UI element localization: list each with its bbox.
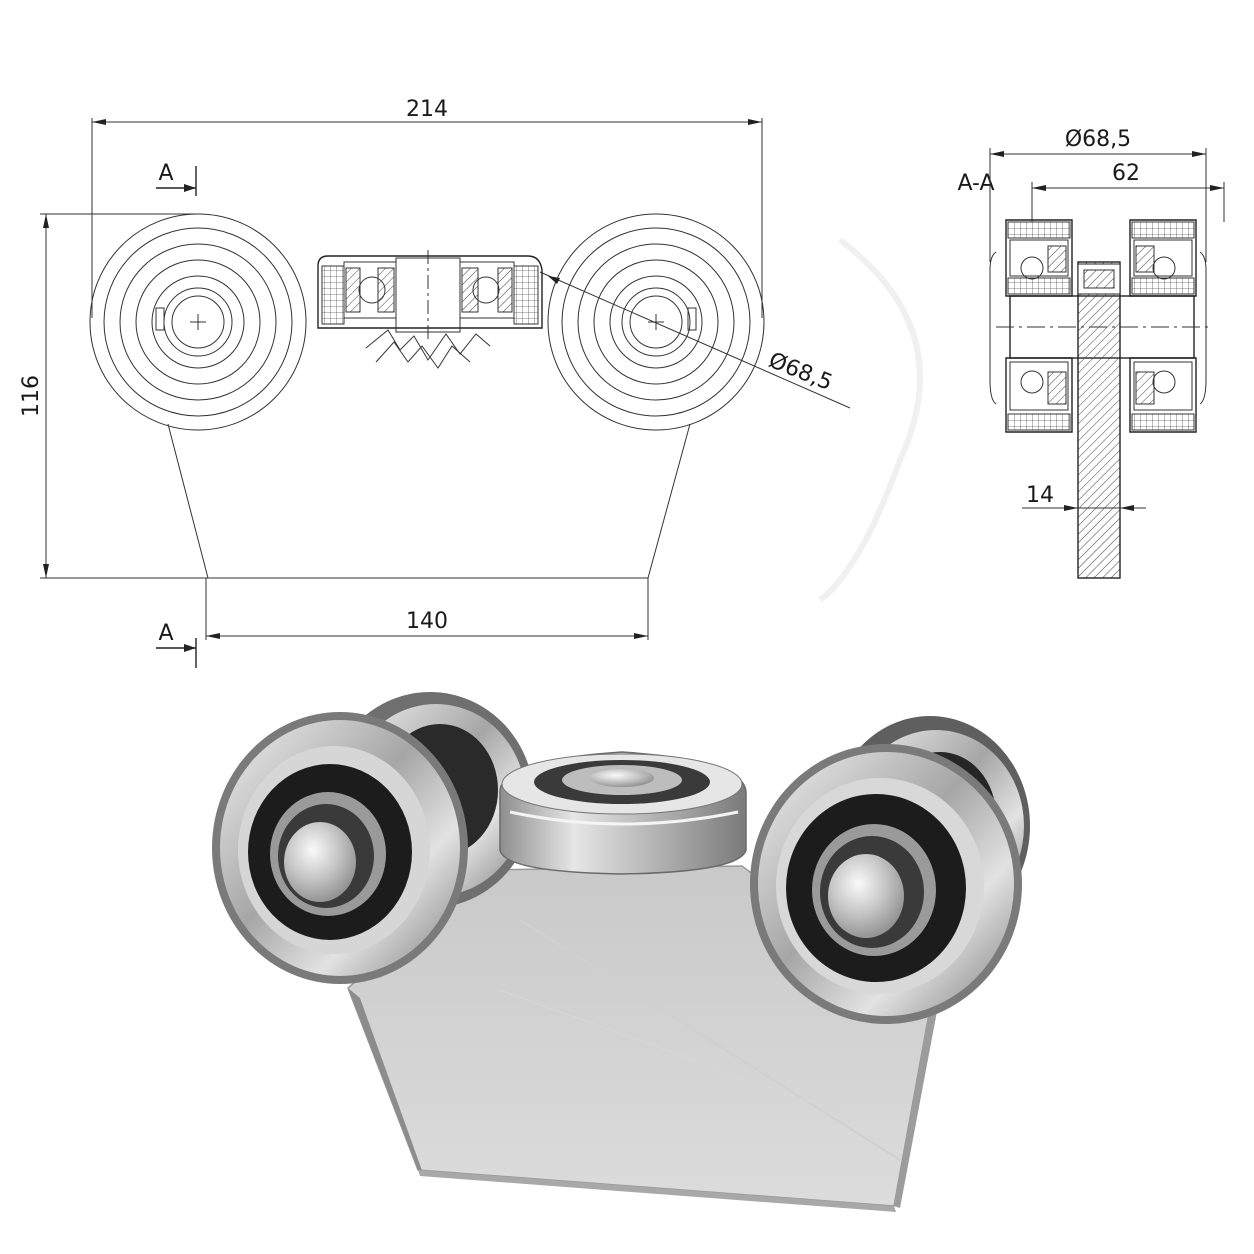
dim-inner-width-label: 62 [1112, 161, 1140, 186]
section-title: A-A [957, 171, 994, 196]
dimension-214: 214 [91, 97, 763, 318]
section-mark-top-label: A [158, 161, 173, 186]
section-mark-bottom-label: A [158, 621, 173, 646]
dim-outer-diameter-label: Ø68,5 [1065, 127, 1131, 152]
section-mark-top: A [156, 161, 197, 196]
dim-base-width-label: 140 [406, 609, 448, 634]
dimension-116: 116 [19, 213, 210, 579]
top-guide-roller [499, 751, 747, 875]
plate-outline [167, 423, 691, 579]
dimension-wheel-diameter: Ø68,5 [539, 271, 851, 409]
dim-overall-width-label: 214 [406, 97, 448, 122]
product-photo [212, 692, 1030, 1212]
dimension-outer-diameter: Ø68,5 [989, 127, 1207, 262]
dim-wheel-diameter-label: Ø68,5 [765, 348, 836, 396]
dimension-plate-thickness: 14 [1022, 483, 1146, 511]
right-wheel-drawing [547, 213, 765, 431]
section-view-a-a: A-A Ø68,5 62 [957, 127, 1225, 579]
dim-plate-thickness-label: 14 [1026, 483, 1054, 508]
dimension-140: 140 [205, 578, 649, 640]
dim-height-label: 116 [19, 375, 44, 417]
front-view: 214 116 A A 14 [19, 97, 923, 668]
dimension-inner-width: 62 [1031, 161, 1225, 222]
front-left-wheel [212, 712, 468, 984]
front-right-wheel [750, 744, 1022, 1024]
left-wheel-drawing [89, 213, 307, 431]
section-mark-bottom: A [156, 621, 197, 668]
center-roller-section [317, 250, 543, 369]
